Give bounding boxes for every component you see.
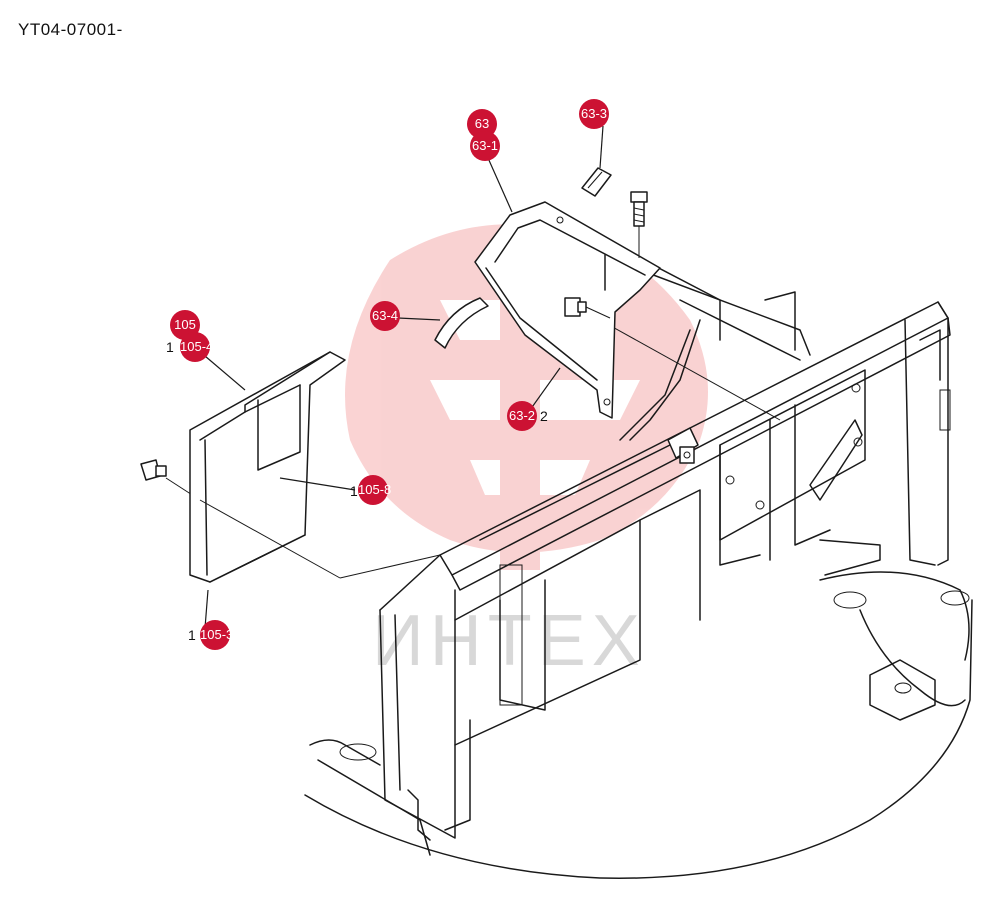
beam-latch <box>479 427 699 541</box>
callout-105-3-label: 105-3 <box>200 627 234 642</box>
callout-105-3[interactable]: 105-3 <box>200 620 234 650</box>
label-fragment-63-2: 2 <box>540 408 548 424</box>
callout-63-2[interactable]: 63-2 <box>507 401 537 431</box>
callout-105-4[interactable]: 105-4 <box>180 332 214 362</box>
bolt-left <box>140 459 201 501</box>
right-frame-upright <box>719 319 951 576</box>
document-code: YT04-07001- <box>18 20 123 39</box>
callout-105-8[interactable]: 105-8 <box>358 475 392 505</box>
leader-lines <box>204 125 604 629</box>
callout-63-4-label: 63-4 <box>371 308 399 323</box>
clip-63-3 <box>581 167 612 197</box>
callout-63-label: 63 <box>474 116 490 131</box>
label-fragment-105-3: 1 <box>188 627 196 643</box>
callout-105-label: 105 <box>174 317 196 332</box>
callout-63-3[interactable]: 63-3 <box>579 99 609 129</box>
bolt-top <box>630 191 648 258</box>
bolt-side <box>564 297 611 319</box>
cover-plate-105 <box>189 351 441 583</box>
callout-105-4-label: 105-4 <box>180 339 214 354</box>
rubber-seal-63-4 <box>434 297 489 349</box>
callout-105-8-label: 105-8 <box>358 482 392 497</box>
main-frame-beam <box>379 301 951 841</box>
callout-63-1[interactable]: 63-1 <box>470 131 500 161</box>
rear-frame-member <box>599 239 811 441</box>
callout-63-4[interactable]: 63-4 <box>370 301 400 331</box>
label-fragment-105-4: 1 <box>166 339 174 355</box>
callout-63-1-label: 63-1 <box>471 138 499 153</box>
callout-63-3-label: 63-3 <box>580 106 608 121</box>
watermark-text: ИНТЕХ <box>372 601 646 681</box>
callout-63-2-label: 63-2 <box>508 408 536 423</box>
machine-base <box>304 571 973 879</box>
label-fragment-105-8: 1 <box>350 483 358 499</box>
